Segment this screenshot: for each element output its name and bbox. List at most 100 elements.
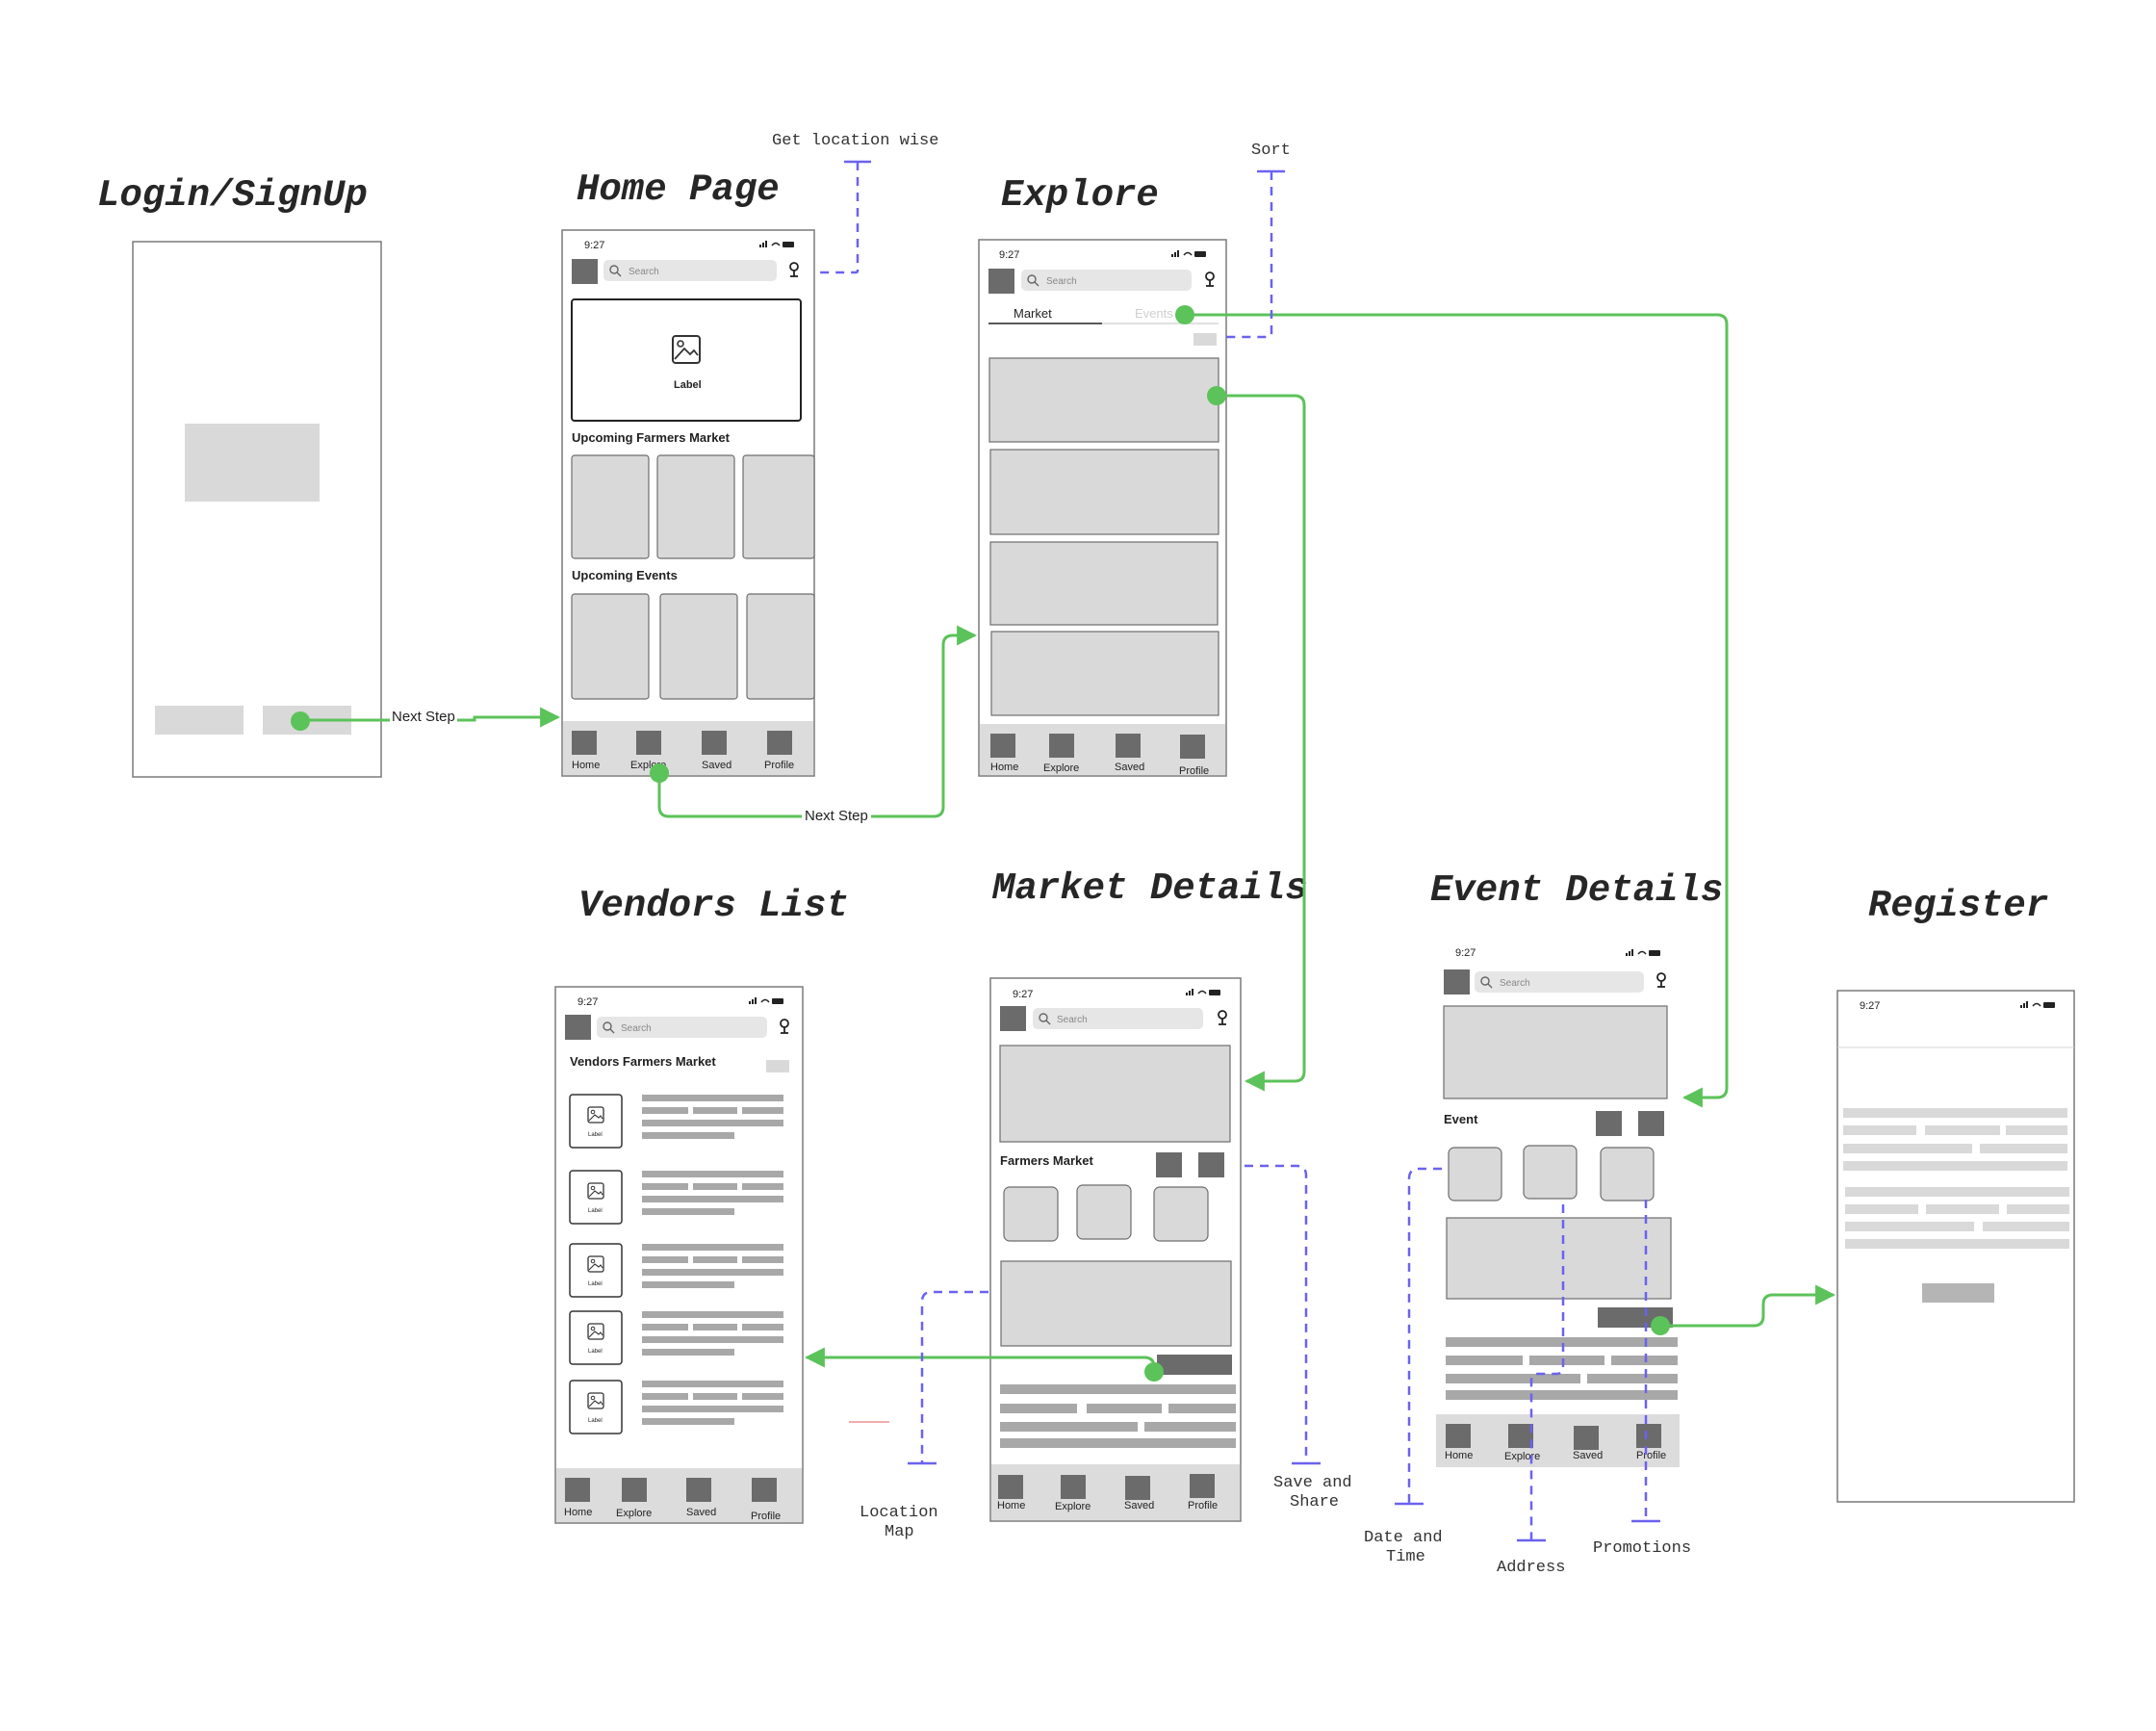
nav-saved[interactable]: Saved (702, 760, 732, 771)
vendors-list-button[interactable] (1157, 1355, 1232, 1375)
tab-market[interactable]: Market (1014, 306, 1052, 321)
save-icon[interactable] (1596, 1111, 1622, 1136)
anno-promotions: Promotions (1593, 1539, 1691, 1558)
form-field[interactable] (1845, 1187, 2069, 1197)
signup-button[interactable] (155, 706, 244, 735)
search-input[interactable] (1033, 1008, 1203, 1029)
vendor-item[interactable]: Label (569, 1094, 783, 1149)
nav-saved[interactable]: Saved (1573, 1450, 1603, 1461)
vendor-item[interactable]: Label (569, 1243, 783, 1298)
nav-explore[interactable]: Explore (1055, 1501, 1091, 1512)
flow-explore-to-market-details (1217, 394, 1306, 1092)
market-list-card[interactable] (989, 449, 1219, 535)
event-card[interactable] (746, 593, 815, 700)
search-input[interactable] (597, 1017, 767, 1038)
nav-explore-icon[interactable] (1061, 1475, 1086, 1499)
vendor-item[interactable]: Label (569, 1310, 783, 1365)
nav-saved[interactable]: Saved (686, 1507, 716, 1518)
nav-home[interactable]: Home (1445, 1450, 1473, 1461)
nav-home[interactable]: Home (997, 1500, 1025, 1511)
avatar[interactable] (988, 269, 1014, 294)
avatar[interactable] (572, 259, 598, 284)
nav-profile[interactable]: Profile (1636, 1450, 1666, 1461)
nav-saved-icon[interactable] (1116, 734, 1141, 758)
nav-profile[interactable]: Profile (751, 1511, 781, 1522)
nav-explore-icon[interactable] (636, 731, 661, 755)
event-card[interactable] (571, 593, 650, 700)
location-map[interactable] (1000, 1260, 1232, 1347)
submit-button[interactable] (1922, 1283, 1994, 1303)
annotations: Get location wise Sort Location Map Save… (772, 132, 1691, 1577)
event-thumb[interactable] (1448, 1147, 1502, 1201)
nav-profile[interactable]: Profile (764, 760, 794, 771)
section-upcoming-markets: Upcoming Farmers Market (572, 430, 731, 445)
avatar[interactable] (1000, 1006, 1026, 1031)
title-home: Home Page (577, 168, 780, 211)
search-placeholder: Search (621, 1023, 652, 1034)
screen-register: 9:27 (1836, 990, 2075, 1503)
banner-image[interactable] (571, 298, 802, 422)
market-list-card[interactable] (988, 357, 1219, 443)
nav-explore[interactable]: Explore (1043, 762, 1079, 774)
vendor-item[interactable]: Label (569, 1380, 783, 1434)
nav-saved-icon[interactable] (1574, 1426, 1599, 1450)
nav-profile-icon[interactable] (1190, 1474, 1215, 1498)
nav-home[interactable]: Home (990, 762, 1018, 773)
form-field[interactable] (1843, 1108, 2067, 1118)
nav-profile-icon[interactable] (752, 1478, 777, 1502)
nav-home-icon[interactable] (565, 1478, 590, 1502)
edge-label-next-step: Next Step (392, 709, 455, 725)
nav-profile-icon[interactable] (1180, 735, 1205, 759)
share-icon[interactable] (1638, 1111, 1664, 1136)
nav-saved-icon[interactable] (702, 731, 727, 755)
save-icon[interactable] (1156, 1152, 1182, 1177)
market-list-card[interactable] (990, 631, 1219, 716)
nav-home-icon[interactable] (1446, 1424, 1471, 1448)
nav-profile[interactable]: Profile (1188, 1500, 1218, 1511)
avatar[interactable] (1444, 969, 1470, 995)
vendor-item[interactable]: Label (569, 1170, 783, 1225)
nav-home[interactable]: Home (572, 760, 600, 771)
nav-explore[interactable]: Explore (1504, 1451, 1540, 1462)
filter-button[interactable] (766, 1060, 789, 1072)
nav-profile-icon[interactable] (767, 731, 792, 755)
event-map[interactable] (1446, 1217, 1672, 1300)
nav-explore[interactable]: Explore (616, 1508, 652, 1519)
nav-explore-icon[interactable] (1508, 1424, 1533, 1448)
flow-event-to-register (1660, 1284, 1836, 1328)
search-input[interactable] (1021, 270, 1192, 291)
nav-home-icon[interactable] (990, 734, 1015, 758)
market-thumb[interactable] (1003, 1186, 1059, 1242)
event-thumb[interactable] (1523, 1145, 1578, 1200)
nav-saved-icon[interactable] (686, 1478, 711, 1502)
nav-home-icon[interactable] (998, 1475, 1023, 1499)
nav-explore-icon[interactable] (1049, 734, 1074, 758)
market-thumb[interactable] (1153, 1186, 1209, 1242)
event-thumb[interactable] (1600, 1147, 1655, 1201)
market-thumb[interactable] (1076, 1184, 1132, 1240)
share-icon[interactable] (1198, 1152, 1224, 1177)
nav-home[interactable]: Home (564, 1507, 592, 1518)
search-placeholder: Search (1046, 276, 1077, 287)
market-card[interactable] (656, 454, 735, 559)
search-input[interactable] (1475, 971, 1644, 993)
event-card[interactable] (659, 593, 738, 700)
anno-location-map-1: Location (860, 1504, 938, 1522)
market-card[interactable] (571, 454, 650, 559)
nav-profile[interactable]: Profile (1179, 765, 1209, 777)
market-card[interactable] (742, 454, 815, 559)
anno-address: Address (1497, 1559, 1565, 1577)
search-input[interactable] (603, 260, 777, 281)
nav-home-icon[interactable] (572, 731, 597, 755)
nav-saved[interactable]: Saved (1124, 1500, 1154, 1511)
nav-explore-icon[interactable] (622, 1478, 647, 1502)
location-pin-icon[interactable] (1656, 972, 1666, 988)
nav-saved[interactable]: Saved (1115, 762, 1144, 773)
tab-events[interactable]: Events (1135, 306, 1173, 321)
market-list-card[interactable] (989, 541, 1219, 626)
sort-button[interactable] (1194, 333, 1217, 346)
status-time: 9:27 (1455, 947, 1476, 959)
avatar[interactable] (565, 1015, 591, 1040)
nav-saved-icon[interactable] (1125, 1476, 1150, 1500)
nav-profile-icon[interactable] (1636, 1424, 1661, 1448)
